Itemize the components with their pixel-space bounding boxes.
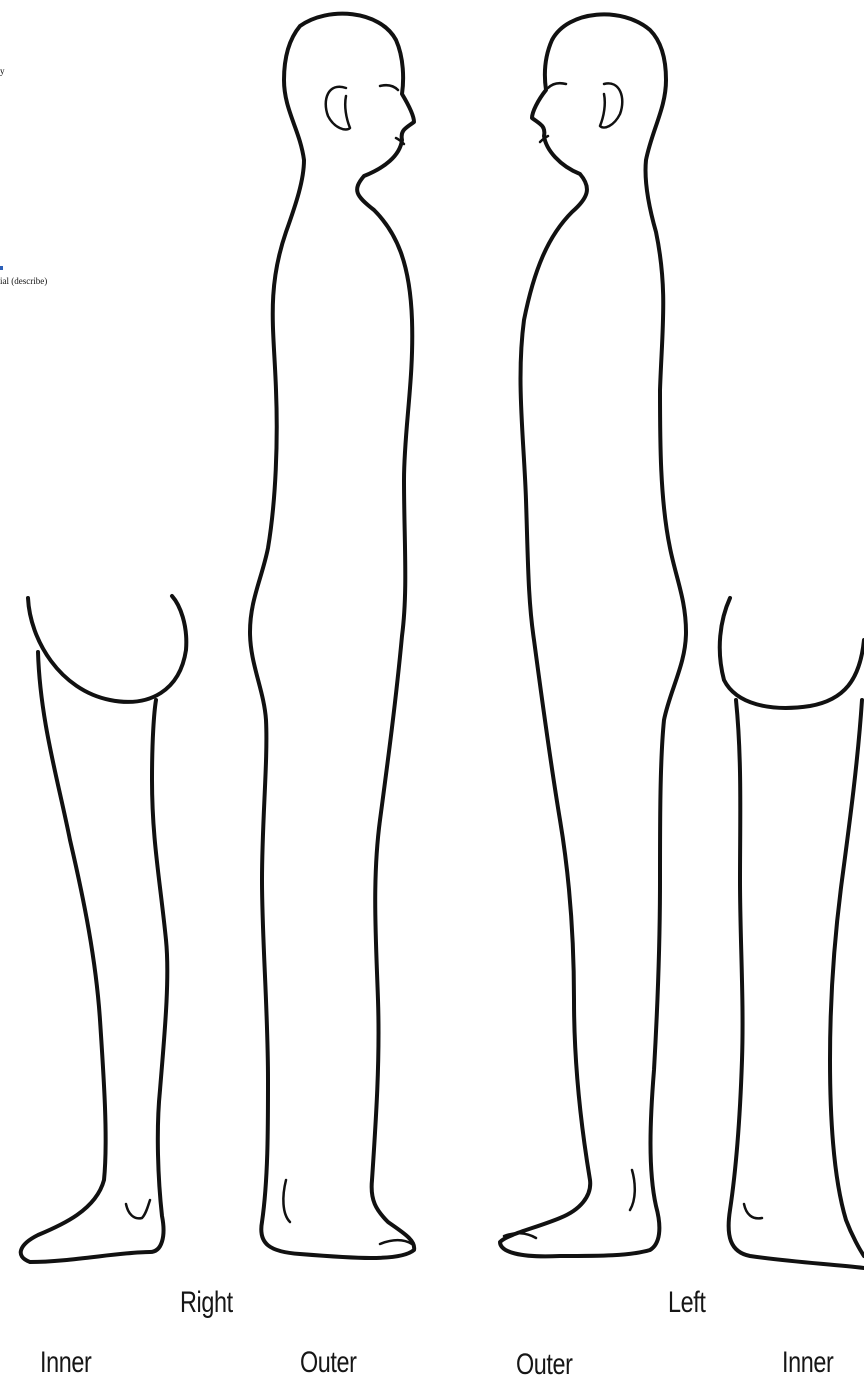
right-inner-view-label: Inner (40, 1346, 91, 1380)
left-inner-ankle-mark (744, 1204, 762, 1218)
cut-off-text-fragment: y (0, 66, 5, 76)
right-outer-ankle-mark (283, 1180, 290, 1222)
right-inner-leg-thigh-curve (28, 596, 186, 702)
right-inner-leg (21, 596, 187, 1262)
left-inner-leg-thigh-curve (720, 598, 864, 708)
right-side-label: Right (180, 1286, 233, 1320)
right-outer-figure (250, 14, 414, 1258)
left-outer-figure-outline (500, 14, 686, 1256)
left-outer-eye (548, 83, 566, 88)
right-outer-figure-outline (250, 14, 414, 1258)
right-inner-leg-front-outline (21, 652, 168, 1262)
cut-off-text-fragment-describe: ial (describe) (0, 276, 47, 286)
left-inner-leg-back-outline (830, 700, 864, 1256)
right-outer-view-label: Outer (300, 1346, 357, 1380)
right-outer-ear (326, 87, 350, 130)
left-side-label: Left (668, 1286, 705, 1320)
left-inner-leg (720, 598, 864, 1268)
right-outer-eye (380, 85, 398, 90)
left-outer-figure (500, 14, 686, 1256)
right-outer-toes (380, 1240, 412, 1244)
cut-off-marker (0, 266, 3, 270)
left-inner-leg-outline (729, 700, 864, 1268)
left-outer-view-label: Outer (516, 1348, 573, 1382)
left-outer-ear (600, 83, 622, 127)
right-inner-ankle-mark (126, 1200, 150, 1218)
left-outer-ankle-mark (630, 1170, 635, 1210)
left-inner-view-label: Inner (782, 1346, 833, 1380)
